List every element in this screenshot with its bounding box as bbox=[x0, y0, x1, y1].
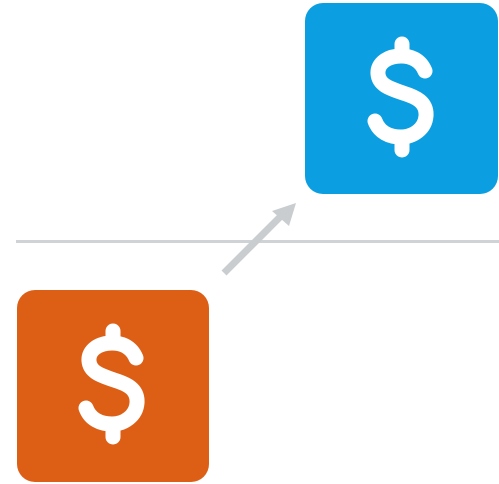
dollar-icon-stroke bbox=[78, 335, 145, 432]
dollar-icon-stroke bbox=[367, 48, 433, 144]
dollar-icon bbox=[78, 323, 145, 445]
orange-dollar-tile bbox=[17, 290, 209, 482]
dollar-icon bbox=[367, 36, 433, 157]
arrow-shaft bbox=[221, 214, 283, 276]
arrow-head bbox=[272, 203, 296, 226]
arrow-up-right-icon bbox=[221, 203, 296, 276]
blue-dollar-tile bbox=[305, 3, 498, 194]
